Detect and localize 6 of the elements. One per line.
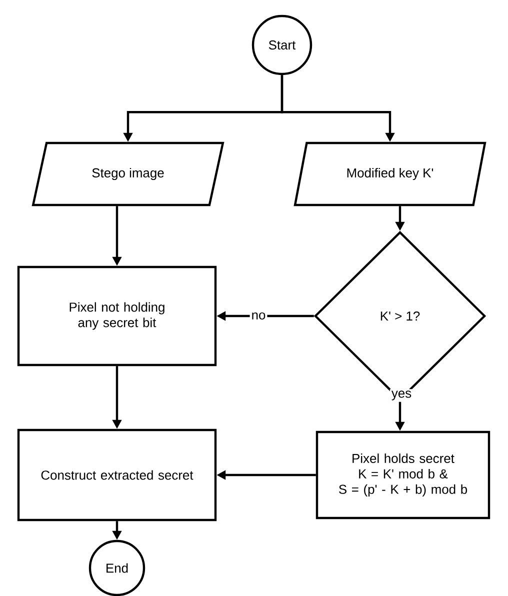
process-box: Construct extracted secret	[17, 428, 217, 522]
process-box: Pixel holds secret K = K' mod b & S = (p' - K + b) mod b	[316, 430, 490, 520]
input-parallelogram: Modified key K'	[294, 142, 486, 206]
process-box: Pixel not holding any secret bit	[17, 266, 217, 366]
edge-label: no	[250, 310, 268, 322]
edge-label: yes	[390, 389, 414, 402]
